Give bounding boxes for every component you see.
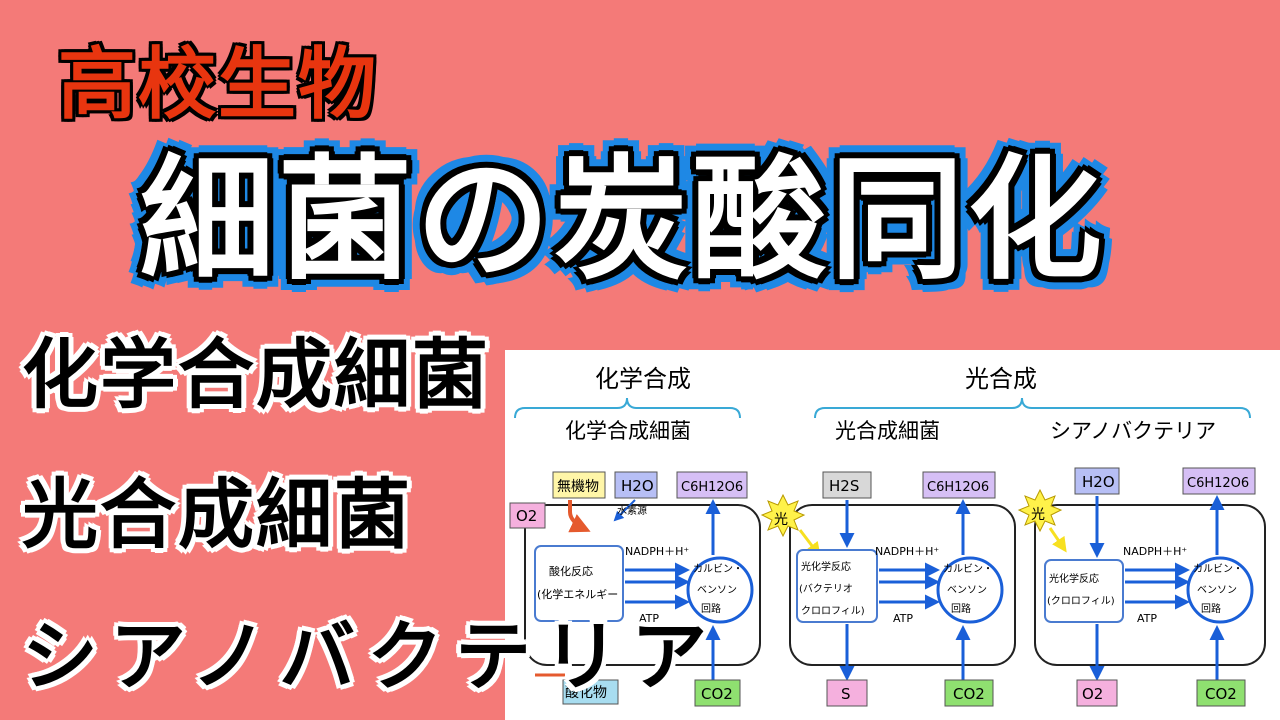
col1-cycle-circle — [686, 556, 754, 624]
brace-right — [814, 397, 1251, 419]
col3-reaction-line1: 光化学反応 — [1049, 572, 1099, 585]
diagram-svg: 化学合成 光合成 化学合成細菌 光合成細菌 シアノバクテリア 無機物 H2O O… — [509, 365, 1266, 707]
col1-water-box — [614, 471, 658, 499]
col3-atp-label: ATP — [1137, 612, 1157, 625]
col2-nadph-label: NADPH＋H⁺ — [875, 545, 939, 558]
col1-inorganic-arrow — [568, 500, 591, 533]
col2-cycle-line3: 回路 — [951, 602, 971, 615]
header-chemosynthesis: 化学合成 — [595, 365, 691, 393]
col1-reaction-line2: (化学エネルギー — [537, 587, 618, 601]
col3-light-label: 光 — [1031, 507, 1045, 523]
col3-nadph-label: NADPH＋H⁺ — [1123, 545, 1187, 558]
col2-atp-label: ATP — [893, 612, 913, 625]
page-title: 細菌の炭酸同化 — [140, 142, 1107, 298]
col3-light-arrow — [1048, 527, 1067, 553]
col2-sulfur-box — [826, 679, 868, 707]
col1-reaction-box — [534, 545, 624, 622]
col3-cycle-line1: カルビン・ — [1193, 563, 1243, 575]
col3-reaction-box — [1044, 559, 1124, 623]
col2-cycle-line2: ベンソン — [947, 584, 987, 596]
col3-oxygen-box — [1076, 679, 1118, 707]
col3-cycle-line3: 回路 — [1201, 602, 1221, 615]
col1-cell-outline — [524, 504, 761, 666]
brace-left — [514, 397, 741, 419]
col2-cycle-circle — [936, 556, 1004, 624]
col2-co2-label: CO2 — [953, 685, 985, 703]
col1-inorganic-box — [552, 471, 606, 499]
col2-h2s-label: H2S — [829, 477, 859, 495]
col2-reaction-line3: クロロフィル) — [801, 605, 865, 617]
label-photosynthetic-bacteria: 光合成細菌 — [22, 470, 412, 559]
label-chemosynthetic-bacteria: 化学合成細菌 — [22, 330, 490, 419]
col2-co2-box — [944, 679, 994, 707]
col1-cycle-line1: カルビン・ — [693, 563, 743, 575]
col3-co2-box — [1196, 679, 1246, 707]
col3-water-label: H2O — [1082, 473, 1115, 491]
col1-water-label: H2O — [621, 477, 654, 495]
col1-co2-box — [694, 679, 741, 707]
col2-glucose-label: C6H12O6 — [927, 480, 989, 495]
col1-cycle-line2: ベンソン — [697, 584, 737, 596]
col1-oxygen-label: O2 — [516, 507, 537, 525]
col2-header: 光合成細菌 — [835, 419, 940, 443]
col1-atp-label: ATP — [639, 612, 659, 625]
col1-oxide-label: 酸化物 — [565, 685, 607, 701]
col3-glucose-box — [1182, 467, 1256, 495]
col2-reaction-line2: (バクテリオ — [799, 583, 853, 595]
col3-co2-label: CO2 — [1205, 685, 1237, 703]
col3-cell-outline — [1034, 504, 1266, 666]
col2-glucose-box — [922, 471, 996, 499]
col2-reaction-box — [796, 549, 878, 623]
col3-oxygen-label: O2 — [1082, 685, 1103, 703]
col3-reaction-line2: (クロロフィル) — [1047, 595, 1115, 607]
col1-oxygen-box — [509, 502, 546, 529]
diagram-panel: 化学合成 光合成 化学合成細菌 光合成細菌 シアノバクテリア 無機物 H2O O… — [505, 350, 1280, 720]
col2-sulfur-label: S — [841, 685, 851, 703]
col2-light-label: 光 — [774, 512, 788, 528]
col3-header: シアノバクテリア — [1050, 419, 1216, 443]
col1-header: 化学合成細菌 — [565, 419, 691, 443]
col1-glucose-label: C6H12O6 — [681, 480, 743, 495]
col3-glucose-label: C6H12O6 — [1187, 476, 1249, 491]
header-photosynthesis: 光合成 — [965, 365, 1037, 393]
col2-reaction-line1: 光化学反応 — [801, 560, 851, 573]
label-cyanobacteria: シアノバクテリア — [22, 612, 720, 701]
col1-nadph-label: NADPH＋H⁺ — [625, 545, 689, 558]
col3-water-box — [1074, 467, 1120, 495]
col3-cycle-line2: ベンソン — [1197, 584, 1237, 596]
subject-label: 高校生物 — [58, 40, 379, 130]
col3-light-burst — [1017, 488, 1063, 533]
col2-h2s-box — [822, 471, 872, 499]
col1-reaction-line1: 酸化反応 — [549, 564, 593, 578]
col1-inorganic-label: 無機物 — [557, 479, 599, 495]
col1-oxide-box — [562, 679, 619, 705]
col2-cell-outline — [789, 504, 1016, 666]
col2-cycle-line1: カルビン・ — [943, 563, 993, 575]
col1-water-arrow — [613, 499, 636, 522]
col1-hydrogen-source: 水素源 — [617, 504, 647, 517]
col2-light-burst — [760, 493, 806, 538]
col1-co2-label: CO2 — [701, 685, 733, 703]
col3-cycle-circle — [1186, 556, 1254, 624]
col1-glucose-box — [676, 471, 748, 499]
col1-cycle-line3: 回路 — [701, 602, 721, 615]
